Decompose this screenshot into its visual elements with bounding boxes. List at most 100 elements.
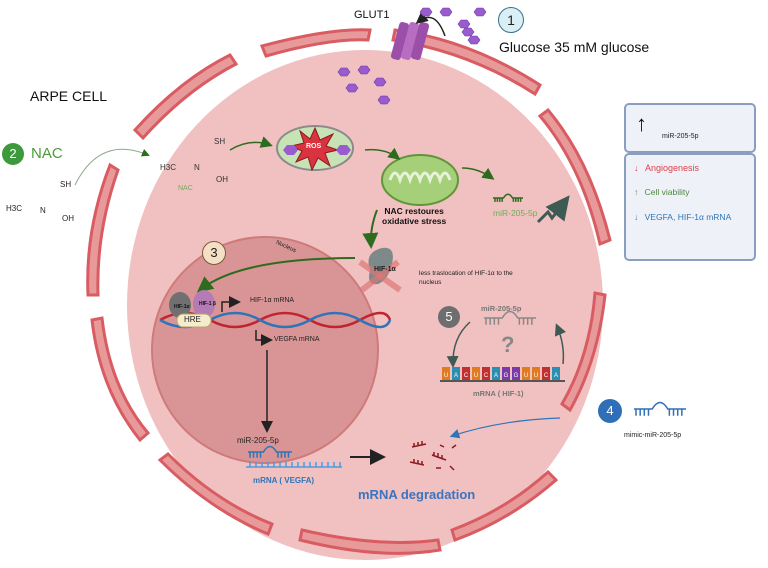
summary-item-cell-viability: ↑ Cell viability — [634, 187, 690, 197]
step-2-badge: 2 — [2, 143, 24, 165]
summary-item-label: Angiogenesis — [645, 163, 700, 173]
hre-box — [176, 313, 212, 328]
nucleotide-letter: U — [474, 373, 478, 379]
mir-step5-icon — [484, 310, 536, 325]
hif1a-blocked — [358, 247, 402, 293]
ros-burst-icon — [289, 126, 340, 172]
hif-mrna-arrow — [221, 296, 241, 312]
nucleotide-base — [452, 367, 460, 380]
arrow-mimic-to-degradation — [449, 417, 561, 439]
nucleotide-base — [532, 367, 540, 380]
mrna-vegfa-strand — [246, 462, 342, 468]
arrow-mito-to-mir — [461, 167, 495, 180]
down-arrow-icon: ↓ — [634, 163, 639, 173]
hif-cyto-caption: less traslocation of HIF-1α to the nucle… — [419, 269, 513, 287]
glucose-molecules — [337, 7, 487, 105]
degradation-label: mRNA degradation — [358, 487, 476, 502]
up-arrow-icon: ↑ — [636, 111, 647, 136]
nucleotide-base — [542, 367, 550, 380]
summary-item-label: VEGFA, HIF-1α mRNA — [644, 212, 732, 222]
cell-membrane — [86, 28, 612, 555]
summary-item-vegfa-hif: ↓ VEGFA, HIF-1α mRNA — [634, 212, 731, 222]
nucleotide-base — [472, 367, 480, 380]
nac-label: NAC — [31, 145, 63, 162]
glucose-hexagon-icon — [377, 95, 391, 105]
cell-label: ARPE CELL — [30, 88, 108, 104]
mimic-label: mimic-miR-205-5p — [624, 432, 682, 439]
atom-oh: OH — [216, 175, 228, 184]
nucleotide-letter: C — [464, 373, 469, 379]
nucleotide-letter: A — [494, 373, 498, 379]
nucleotide-letter: C — [484, 373, 489, 379]
nucleotide-letter: U — [444, 373, 448, 379]
glucose-hexagon-icon — [439, 7, 453, 17]
mito-caption: NAC restoures oxidative stress — [382, 206, 446, 226]
step-4-badge: 4 — [598, 399, 622, 423]
mito-caption-line1: NAC restoures — [384, 206, 444, 216]
nac-inside-label: NAC — [178, 185, 193, 192]
arrow-hif-to-nucleus — [196, 257, 356, 293]
nucleotide-base — [522, 367, 530, 380]
nucleotide-letter: G — [504, 373, 509, 379]
atom-n: N — [40, 206, 46, 215]
summary-effects-box: ↓ Angiogenesis ↑ Cell viability ↓ VEGFA,… — [624, 153, 756, 261]
atom-oh: OH — [62, 214, 74, 223]
glucose-hexagon-icon — [357, 65, 371, 75]
hif1b-label: HIF-1 β — [199, 301, 216, 307]
mir-step5-label: miR-205-5p — [481, 304, 522, 313]
mimic-mir-icon — [634, 401, 686, 416]
hif-caption-line1: less traslocation of HIF-1α to the — [419, 270, 513, 277]
nucleotide-base — [502, 367, 510, 380]
trend-up-icon — [536, 195, 570, 224]
arrow-step5-right — [554, 323, 567, 365]
nucleotide-base — [462, 367, 470, 380]
arrow-mito-to-hif — [362, 209, 379, 249]
nucleotide-letter: U — [524, 373, 528, 379]
nucleotide-base — [552, 367, 560, 380]
summary-item-angiogenesis: ↓ Angiogenesis — [634, 163, 699, 173]
glucose-label: Glucose 35 mM glucose — [499, 39, 650, 55]
glucose-hexagon-icon — [473, 7, 487, 17]
glucose-hexagon-icon — [467, 35, 481, 45]
summary-item-label: Cell viability — [644, 187, 690, 197]
glucose-hexagon-icon — [419, 7, 433, 17]
arrow-step5-left — [446, 321, 471, 368]
atom-n: N — [194, 163, 200, 172]
mir-vegfa-icon — [248, 445, 292, 458]
mir-green-icon — [493, 193, 523, 202]
glucose-hexagon-icon — [373, 77, 387, 87]
arrow-ros-to-mito — [364, 147, 401, 160]
up-arrow-icon: ↑ — [634, 187, 639, 197]
nucleotide-base — [442, 367, 450, 380]
down-arrow-icon: ↓ — [634, 212, 639, 222]
nucleotide-letter: A — [554, 373, 558, 379]
transcription-factors — [169, 290, 215, 318]
hif-mrna-label: HIF-1α mRNA — [250, 297, 295, 304]
glucose-entry-arrow — [415, 11, 446, 37]
mrna-vegfa-label: mRNA ( VEGFA) — [253, 476, 315, 485]
nac-entry-arrow — [74, 148, 150, 186]
question-mark: ? — [501, 332, 515, 357]
mir-green-label: miR-205-5p — [493, 208, 538, 218]
nucleotide-base — [492, 367, 500, 380]
summary-top-label: miR-205-5p — [662, 133, 699, 140]
atom-sh: SH — [214, 137, 226, 146]
nucleotide-letter: G — [514, 373, 519, 379]
atom-h3c: H3C — [160, 163, 177, 172]
nucleotide-letter: U — [534, 373, 538, 379]
glucose-hexagon-icon — [461, 27, 475, 37]
summary-top-box: ↑ miR-205-5p — [624, 103, 756, 153]
glut1-transporter — [390, 22, 430, 60]
hif-cyto-label: HIF-1α — [374, 266, 396, 273]
step-1-badge: 1 — [498, 7, 524, 33]
glucose-hexagon-icon — [457, 19, 471, 29]
glucose-hexagon-icon — [337, 67, 351, 77]
mitochondrion-healthy — [381, 154, 459, 206]
nac-molecule-inside: SH H3C N OH — [160, 135, 240, 185]
nucleotide-letter: C — [544, 373, 549, 379]
nucleotide-base — [482, 367, 490, 380]
step-5-badge: 5 — [438, 306, 460, 328]
nucleotide-base — [512, 367, 520, 380]
